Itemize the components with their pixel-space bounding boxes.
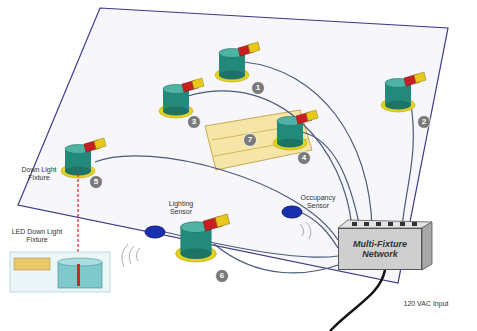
part-label: LED Down Light Fixture xyxy=(6,228,68,243)
part-label: Lighting Sensor xyxy=(160,200,202,215)
fixture-inset xyxy=(10,252,110,292)
leader-line xyxy=(77,174,78,262)
part-label: 120 VAC Input xyxy=(394,300,458,308)
box-label: Multi-Fixture Network xyxy=(344,239,416,260)
callout-number: 5 xyxy=(90,176,102,188)
occupancy-sensor xyxy=(282,206,302,218)
port-row xyxy=(352,222,417,226)
light-fixture xyxy=(61,138,106,178)
box-side xyxy=(422,222,432,270)
part-label: Occupancy Sensor xyxy=(296,194,340,209)
callout-number: 4 xyxy=(298,152,310,164)
part-label: Down Light Fixture xyxy=(20,166,58,181)
network-box: Multi-Fixture Network xyxy=(338,228,422,270)
box-top xyxy=(338,220,432,228)
light-fixture xyxy=(215,42,260,82)
lighting-sensor xyxy=(145,226,165,238)
callout-number: 7 xyxy=(244,134,256,146)
callout-number: 1 xyxy=(252,82,264,94)
callout-number: 2 xyxy=(418,116,430,128)
sensor-waves xyxy=(122,222,311,267)
light-fixture xyxy=(381,72,426,112)
light-fixture xyxy=(159,78,204,118)
callout-circle xyxy=(90,82,431,283)
light-fixture xyxy=(273,110,318,150)
light-fixture xyxy=(176,214,230,262)
power-cable xyxy=(330,270,385,331)
mounting-plate xyxy=(18,8,448,283)
callout-number: 6 xyxy=(216,270,228,282)
callout-number: 3 xyxy=(188,116,200,128)
